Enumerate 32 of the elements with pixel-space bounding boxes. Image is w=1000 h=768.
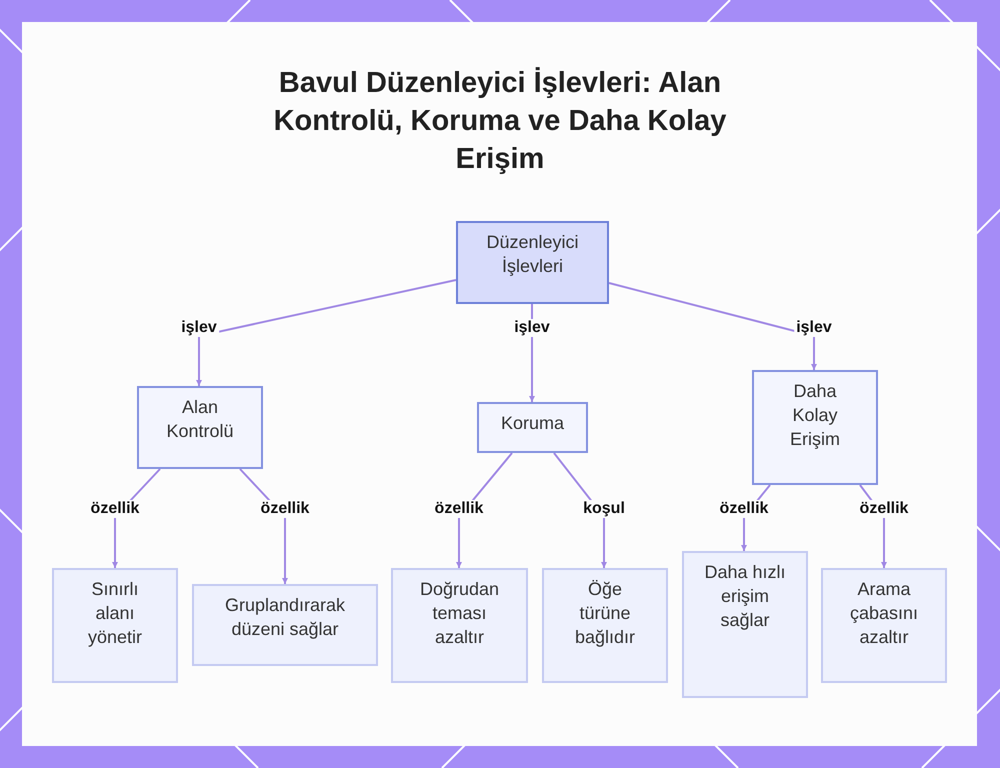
node-label: Koruma <box>500 412 566 435</box>
process-box <box>477 402 588 453</box>
process-box <box>682 551 808 698</box>
edge-label: işlev <box>794 319 834 337</box>
process-box <box>137 386 263 469</box>
process-box <box>821 568 947 683</box>
process-box <box>542 568 668 683</box>
edge-label: işlev <box>179 319 219 337</box>
process-box <box>52 568 178 683</box>
edge-label: özellik <box>718 500 770 518</box>
node-label: Arama çabasını azaltır <box>848 578 920 649</box>
node-label: Düzenleyici İşlevleri <box>485 231 580 278</box>
node-label: Daha hızlı erişim sağlar <box>703 561 787 632</box>
process-box <box>752 370 878 485</box>
arrow <box>608 282 817 370</box>
edge-label: koşul <box>581 500 627 518</box>
node-label: Daha Kolay Erişim <box>789 380 841 451</box>
edge-label: işlev <box>512 319 552 337</box>
title: Bavul Düzenleyici İşlevleri: Alan Kontrolü, Koruma ve Daha Kolay Erişim <box>272 66 728 177</box>
edge-label: özellik <box>258 500 312 518</box>
node-label: Doğrudan teması azaltır <box>418 578 500 649</box>
arrow <box>196 279 456 386</box>
process-box <box>192 584 378 666</box>
edge-label: özellik <box>88 500 142 518</box>
node-label: Sınırlı alanı yönetir <box>86 578 144 649</box>
process-box <box>391 568 528 683</box>
node-label: Alan Kontrolü <box>165 396 235 443</box>
node-label: Öğe türüne bağlıdır <box>574 578 636 649</box>
process-box <box>456 221 609 304</box>
edge-label: özellik <box>858 500 910 518</box>
node-label: Gruplandırarak düzeni sağlar <box>224 594 346 641</box>
edge-label: özellik <box>432 500 486 518</box>
